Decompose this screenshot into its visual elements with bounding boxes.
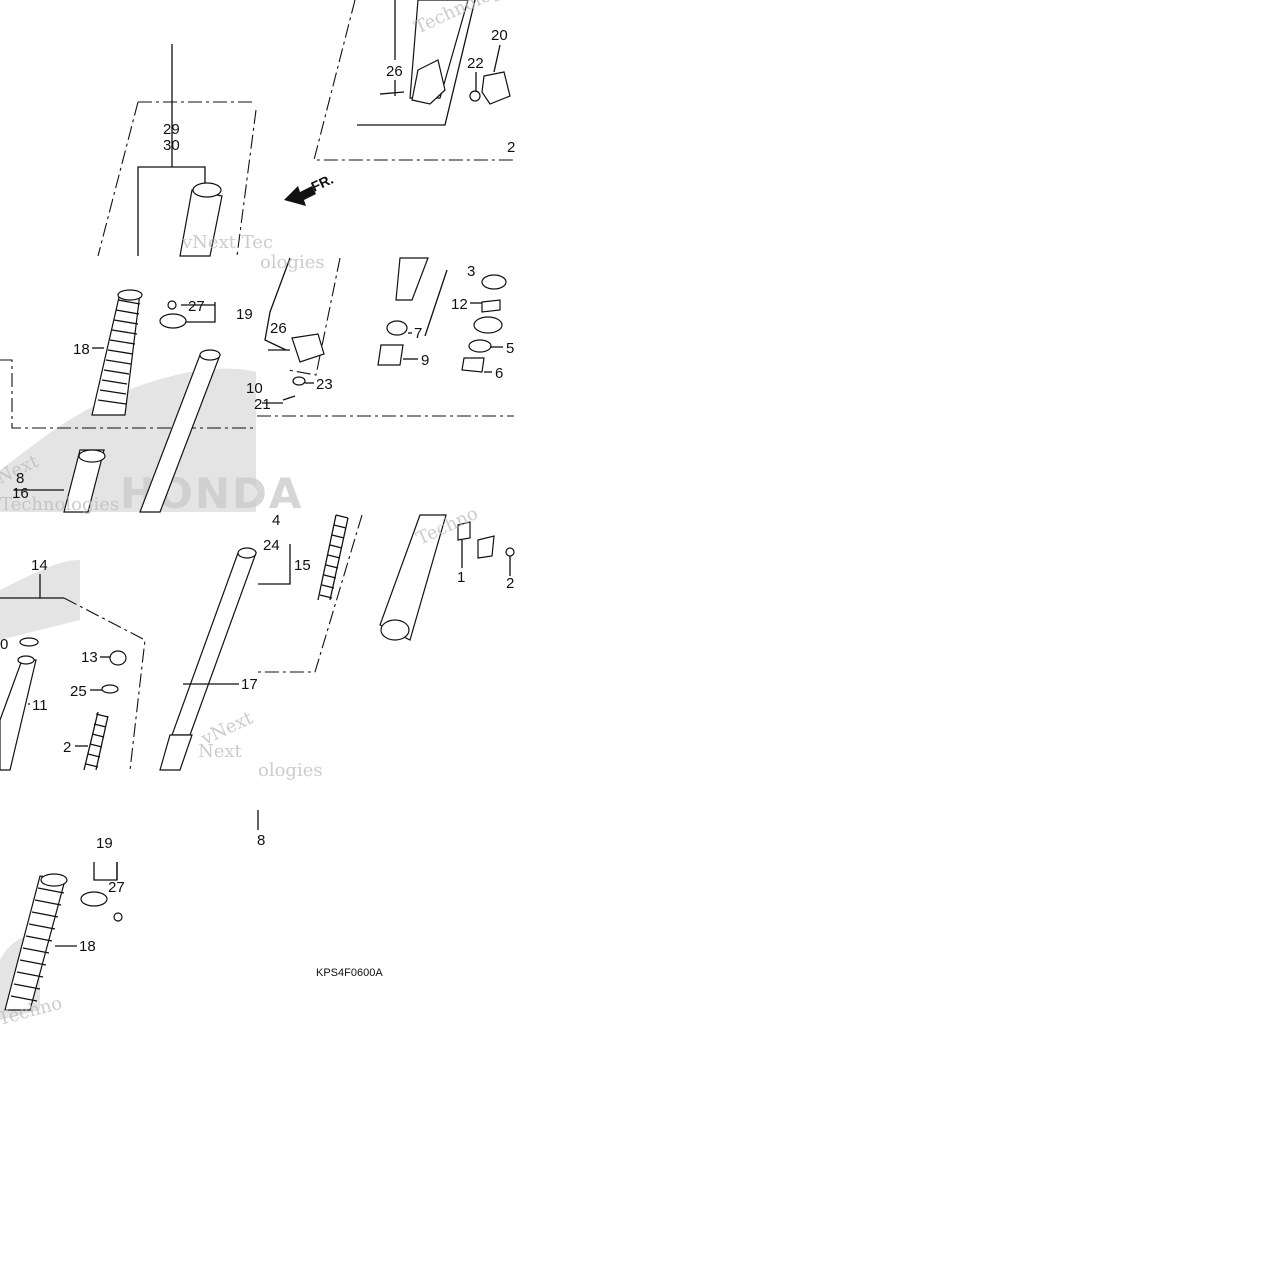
- callout-22: 22: [467, 55, 484, 72]
- callout-7: 7: [414, 325, 422, 342]
- callout-8: 8: [16, 470, 24, 487]
- callout-8: 8: [257, 832, 265, 849]
- callout-29: 29: [163, 121, 180, 138]
- callout-6: 6: [495, 365, 503, 382]
- callout-26: 26: [270, 320, 287, 337]
- dashed-group-outlines: [0, 0, 514, 771]
- callout-21: 21: [254, 396, 271, 413]
- small-parts: [17, 59, 515, 922]
- callout-15: 15: [294, 557, 311, 574]
- fork-boot-lower: [4, 873, 68, 1011]
- callout-18: 18: [73, 341, 90, 358]
- callout-24: 24: [263, 537, 280, 554]
- callout-5: 5: [506, 340, 514, 357]
- callout-10: 10: [246, 380, 263, 397]
- callout-12: 12: [451, 296, 468, 313]
- callout-leader-lines: [14, 44, 511, 947]
- fork-tubes: [0, 0, 469, 771]
- watermark-text: Next: [198, 741, 243, 762]
- watermark-text: ologies: [258, 760, 323, 781]
- watermark-text: ologies: [260, 252, 325, 273]
- callout-27: 27: [188, 298, 205, 315]
- callout-9: 9: [421, 352, 429, 369]
- callout-19: 19: [236, 306, 253, 323]
- callout-2: 2: [507, 139, 515, 156]
- callout-27: 27: [108, 879, 125, 896]
- callout-20: 20: [491, 27, 508, 44]
- fork-spring-lower: [83, 711, 109, 771]
- callout-16: 16: [12, 485, 29, 502]
- watermark-text: Techno: [413, 503, 481, 550]
- callout-13: 13: [81, 649, 98, 666]
- front-direction-arrow: FR.: [284, 171, 336, 206]
- watermark-text: vNext Tec: [181, 232, 273, 253]
- fork-spring-right: [317, 514, 349, 601]
- callout-11: 11: [32, 697, 48, 714]
- callout-4: 4: [272, 512, 280, 529]
- callout-2: 2: [506, 575, 514, 592]
- callout-19: 19: [96, 835, 113, 852]
- watermark-text: Technologies: [0, 494, 119, 515]
- callout-30: 30: [163, 137, 180, 154]
- spring-and-boot-parts: [4, 289, 349, 1011]
- callout-2: 2: [63, 739, 71, 756]
- callout-18: 18: [79, 938, 96, 955]
- diagram-part-code: KPS4F0600A: [316, 967, 383, 979]
- callout-numbers: 29 30 26 22 20 2 27 19 18 26 3 12 7 9 5 …: [0, 27, 515, 955]
- callout-23: 23: [316, 376, 333, 393]
- callout-0: 0: [0, 636, 8, 653]
- front-direction-label: FR.: [309, 171, 336, 195]
- bracket-lines: [0, 0, 476, 881]
- callout-25: 25: [70, 683, 87, 700]
- callout-14: 14: [31, 557, 48, 574]
- callout-1: 1: [457, 569, 465, 586]
- callout-17: 17: [241, 676, 258, 693]
- fork-boot-upper: [91, 289, 143, 416]
- callout-3: 3: [467, 263, 475, 280]
- callout-26: 26: [386, 63, 403, 80]
